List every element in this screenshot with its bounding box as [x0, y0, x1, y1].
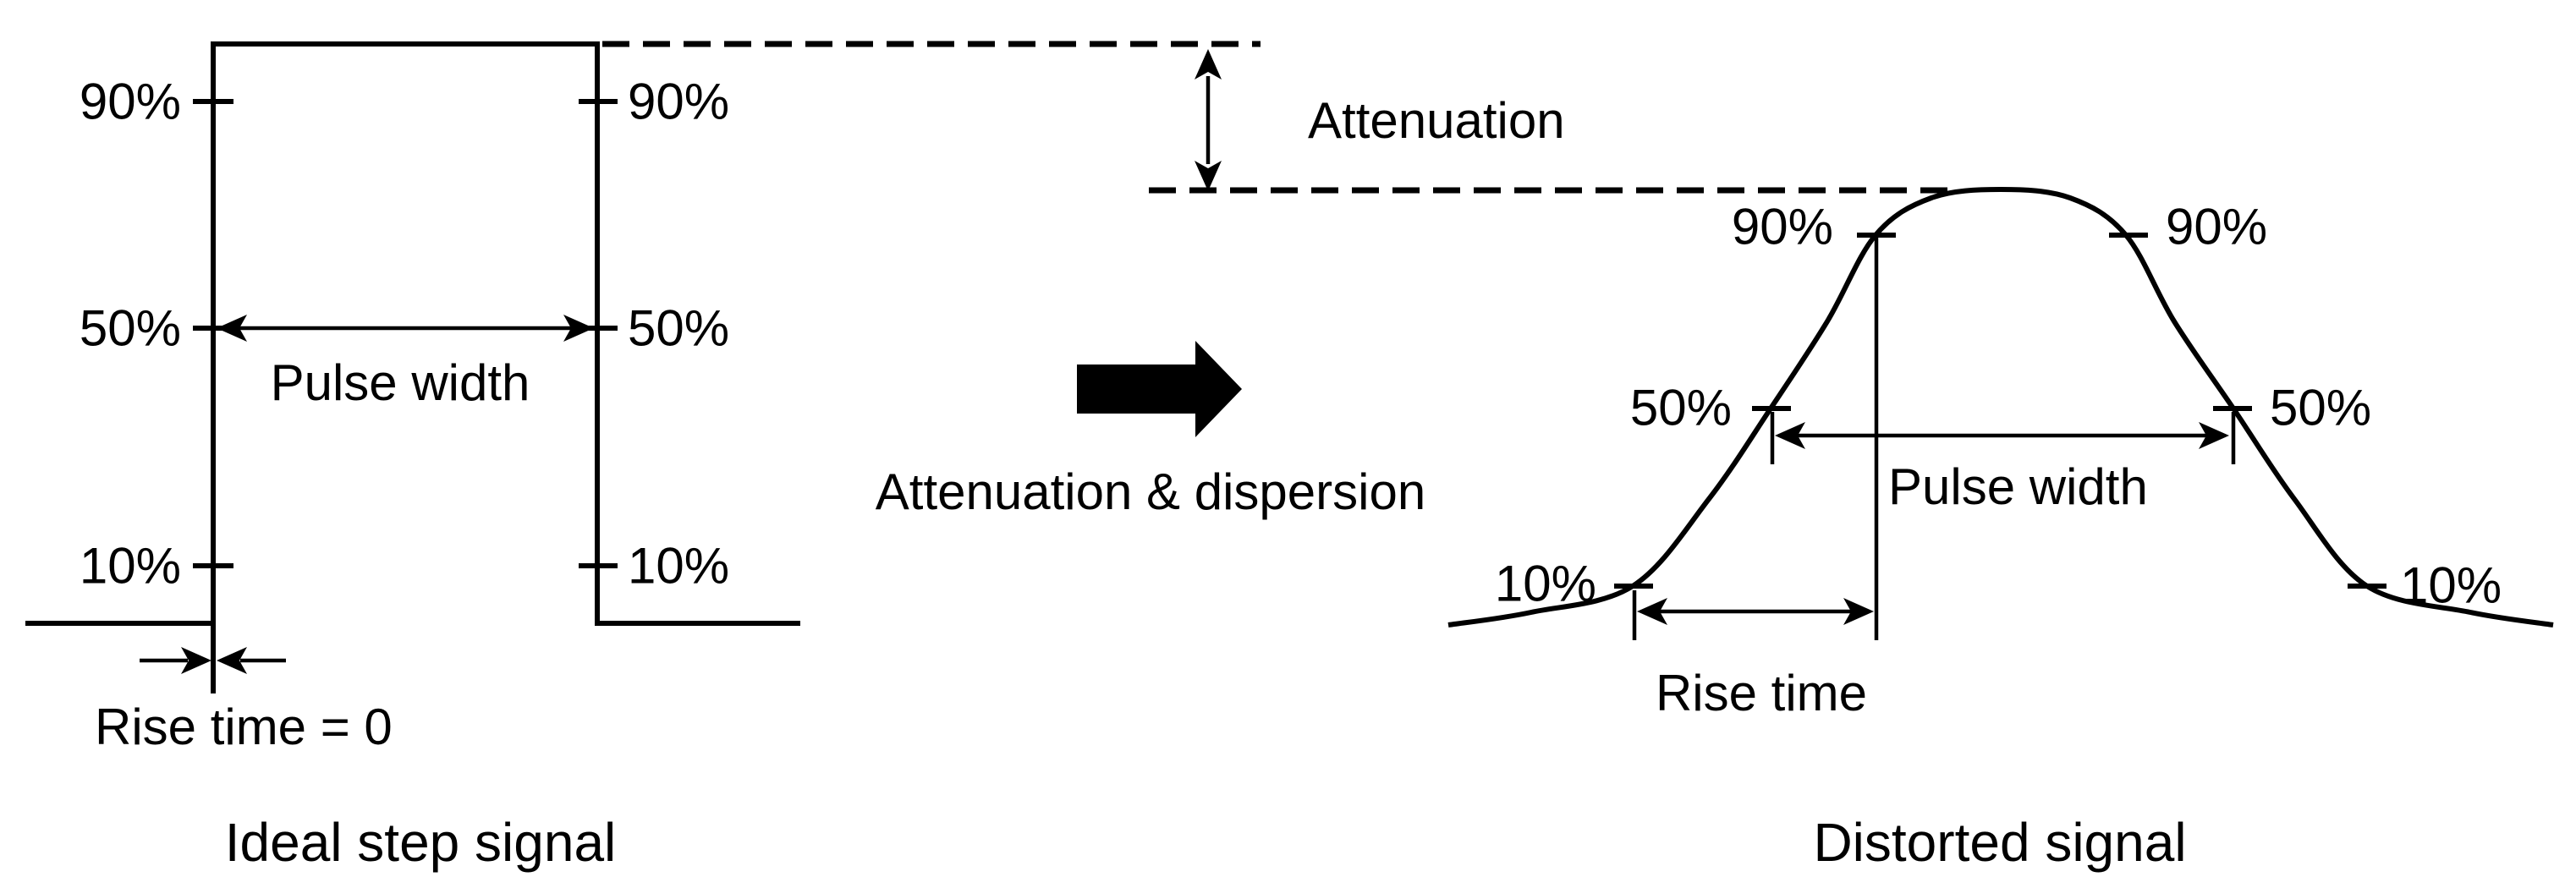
ideal-caption: Ideal step signal	[225, 812, 617, 873]
level-label-50-left: 50%	[80, 300, 181, 357]
arrowhead-down-icon	[1195, 161, 1222, 191]
distorted-caption: Distorted signal	[1813, 812, 2186, 873]
arrowhead-left-icon	[1637, 598, 1667, 625]
level-label-90-left: 90%	[1732, 199, 1833, 255]
level-label-90-right: 90%	[628, 74, 729, 130]
ideal-signal-trace	[25, 41, 800, 626]
arrowhead-left-icon	[1775, 422, 1805, 449]
ideal-step-signal: 90% 50% 10% 90% 50% 10% Pulse width Rise…	[25, 41, 800, 873]
level-label-90-right: 90%	[2166, 199, 2267, 255]
arrowhead-left-icon	[217, 315, 247, 342]
transform-caption: Attenuation & dispersion	[876, 463, 1425, 520]
level-label-10-right: 10%	[2400, 557, 2502, 614]
rise-time-label-ideal: Rise time = 0	[95, 699, 393, 755]
rise-time-marker	[140, 647, 286, 674]
transformation: Attenuation Attenuation & dispersion	[602, 41, 1961, 520]
pulse-width-label-distorted: Pulse width	[1888, 458, 2148, 515]
attenuation-arrow	[1195, 49, 1222, 191]
level-label-50-right: 50%	[628, 300, 729, 357]
rise-time-label-distorted: Rise time	[1656, 665, 1867, 721]
level-label-10-left: 10%	[80, 538, 181, 595]
arrowhead-right-icon	[2199, 422, 2229, 449]
arrowhead-right-icon	[181, 647, 211, 674]
pulse-width-arrow	[1775, 422, 2229, 449]
level-label-50-right: 50%	[2270, 380, 2371, 436]
arrowhead-right-icon	[563, 315, 594, 342]
level-label-90-left: 90%	[80, 74, 181, 130]
attenuation-label: Attenuation	[1308, 92, 1565, 149]
level-label-50-left: 50%	[1630, 380, 1732, 436]
arrowhead-up-icon	[1195, 49, 1222, 79]
arrowhead-right-icon	[1843, 598, 1874, 625]
transform-arrow-icon	[1077, 341, 1242, 437]
level-label-10-right: 10%	[628, 538, 729, 595]
pulse-width-label-ideal: Pulse width	[271, 354, 530, 411]
level-label-10-left: 10%	[1495, 556, 1596, 612]
arrowhead-left-icon	[217, 647, 247, 674]
distorted-signal-curve	[1447, 186, 2554, 628]
pulse-width-arrow	[217, 315, 594, 342]
distorted-signal: 90% 90% 50% 50% 10% 10% Pulse width Rise…	[1447, 186, 2554, 873]
rise-time-arrow	[1637, 598, 1874, 625]
